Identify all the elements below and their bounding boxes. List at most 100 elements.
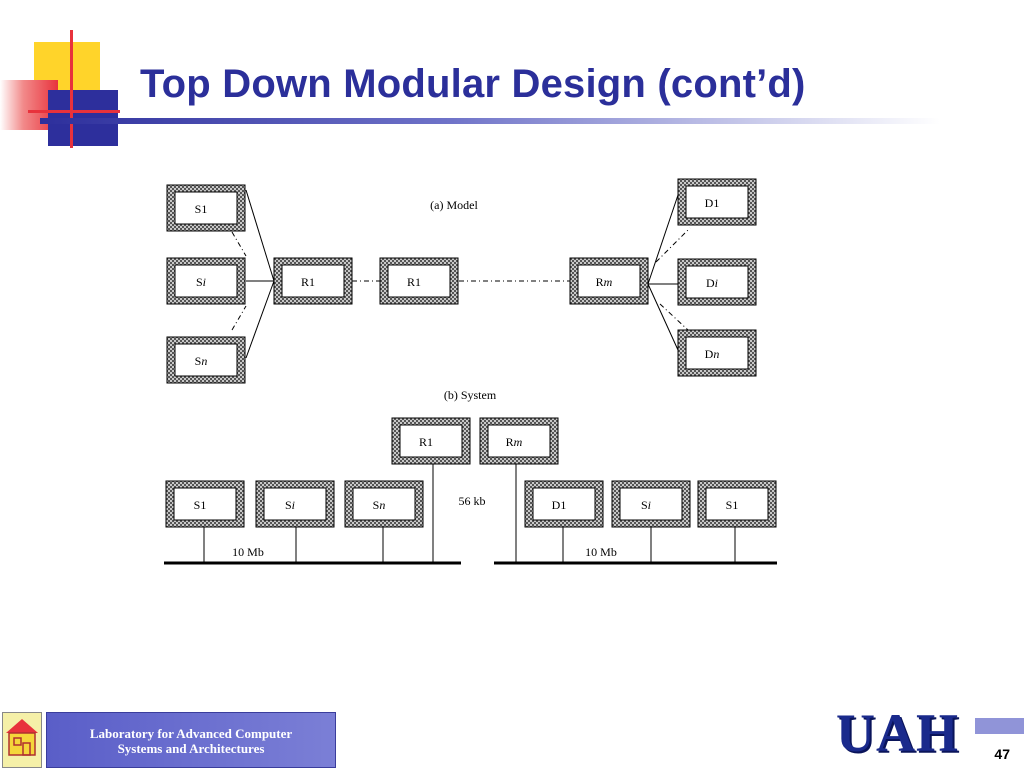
node-label-suffix: 1 bbox=[560, 498, 566, 512]
node-label: Si bbox=[196, 275, 206, 289]
node-label-suffix: n bbox=[713, 347, 719, 361]
node-model-rm: Rm bbox=[569, 257, 649, 305]
node-label-suffix: i bbox=[292, 498, 295, 512]
lab-name-line2: Systems and Architectures bbox=[117, 741, 265, 756]
uah-logo: UAH bbox=[836, 703, 959, 763]
model-connectors bbox=[231, 189, 691, 359]
node-model-dn: Dn bbox=[677, 329, 757, 377]
node-model-sn: Sn bbox=[166, 336, 246, 384]
node-label: R1 bbox=[419, 435, 433, 449]
node-label: Si bbox=[641, 498, 651, 512]
node-label-suffix: n bbox=[379, 498, 385, 512]
connector-dest-dots-top bbox=[655, 227, 691, 263]
node-face bbox=[705, 487, 769, 521]
node-face bbox=[174, 343, 238, 377]
page-number: 47 bbox=[994, 746, 1010, 762]
node-label: Sn bbox=[195, 354, 208, 368]
lab-name: Laboratory for Advanced Computer Systems… bbox=[46, 726, 336, 756]
node-system-si-left: Si bbox=[255, 480, 335, 528]
node-label: S1 bbox=[195, 202, 208, 216]
node-label-base: S bbox=[373, 498, 380, 512]
node-face bbox=[619, 487, 683, 521]
node-face bbox=[352, 487, 416, 521]
node-label-suffix: m bbox=[604, 275, 613, 289]
node-label-base: R bbox=[419, 435, 427, 449]
connector-source-dots-top bbox=[231, 231, 247, 257]
node-label-base: S bbox=[194, 498, 201, 512]
node-system-s1: S1 bbox=[165, 480, 245, 528]
node-label-base: S bbox=[195, 354, 202, 368]
node-label-suffix: i bbox=[648, 498, 651, 512]
node-label-base: D bbox=[705, 347, 714, 361]
system-wires bbox=[164, 464, 777, 565]
node-label: Dn bbox=[705, 347, 720, 361]
node-model-s1: S1 bbox=[166, 184, 246, 232]
node-label-suffix: n bbox=[201, 354, 207, 368]
node-face bbox=[577, 264, 641, 298]
node-label-base: R bbox=[596, 275, 604, 289]
node-face bbox=[174, 264, 238, 298]
node-system-s1-right: S1 bbox=[697, 480, 777, 528]
node-label: Rm bbox=[506, 435, 523, 449]
node-label-base: S bbox=[285, 498, 292, 512]
right-lan-label: 10 Mb bbox=[585, 545, 617, 559]
node-face bbox=[685, 265, 749, 299]
node-label: Sn bbox=[373, 498, 386, 512]
node-model-r1-a: R1 bbox=[273, 257, 353, 305]
lab-banner: Laboratory for Advanced Computer Systems… bbox=[0, 712, 336, 768]
node-label: R1 bbox=[407, 275, 421, 289]
node-label-base: S bbox=[196, 275, 203, 289]
connector-sn-r1 bbox=[245, 280, 275, 359]
connector-rm-d1 bbox=[647, 194, 679, 285]
node-label: S1 bbox=[726, 498, 739, 512]
node-face bbox=[532, 487, 596, 521]
uah-accent-bar bbox=[975, 718, 1024, 734]
node-model-si: Si bbox=[166, 257, 246, 305]
node-face bbox=[173, 487, 237, 521]
wan-label: 56 kb bbox=[459, 494, 486, 508]
node-label-suffix: i bbox=[715, 276, 718, 290]
node-label-base: D bbox=[552, 498, 561, 512]
node-model-di: Di bbox=[677, 258, 757, 306]
lacasa-house-icon bbox=[6, 719, 38, 756]
node-label-base: D bbox=[705, 196, 714, 210]
node-system-d1: D1 bbox=[524, 480, 604, 528]
connector-rm-dn bbox=[647, 283, 679, 351]
deco-red-vertical-line bbox=[70, 30, 73, 148]
node-label-suffix: 1 bbox=[200, 498, 206, 512]
node-model-d1: D1 bbox=[677, 178, 757, 226]
node-label: Rm bbox=[596, 275, 613, 289]
node-label-suffix: 1 bbox=[201, 202, 207, 216]
node-label-suffix: 1 bbox=[427, 435, 433, 449]
model-caption: (a) Model bbox=[430, 198, 478, 212]
node-system-r1: R1 bbox=[391, 417, 471, 465]
slide-title: Top Down Modular Design (cont’d) bbox=[140, 62, 806, 106]
node-label-base: S bbox=[195, 202, 202, 216]
node-model-r1-b: R1 bbox=[379, 257, 459, 305]
lab-name-line1: Laboratory for Advanced Computer bbox=[89, 726, 293, 741]
node-label-suffix: m bbox=[514, 435, 523, 449]
node-label-base: S bbox=[726, 498, 733, 512]
node-label: D1 bbox=[705, 196, 720, 210]
node-label: Di bbox=[706, 276, 718, 290]
node-label-base: D bbox=[706, 276, 715, 290]
node-label-suffix: 1 bbox=[732, 498, 738, 512]
node-face bbox=[685, 336, 749, 370]
node-label-base: S bbox=[641, 498, 648, 512]
node-system-sn: Sn bbox=[344, 480, 424, 528]
node-face bbox=[281, 264, 345, 298]
node-label-base: R bbox=[301, 275, 309, 289]
node-label-suffix: 1 bbox=[309, 275, 315, 289]
node-face bbox=[399, 424, 463, 458]
node-label: Si bbox=[285, 498, 295, 512]
system-caption: (b) System bbox=[444, 388, 497, 402]
node-label-base: R bbox=[506, 435, 514, 449]
node-system-rm: Rm bbox=[479, 417, 559, 465]
node-label-suffix: 1 bbox=[415, 275, 421, 289]
node-face bbox=[263, 487, 327, 521]
left-lan-label: 10 Mb bbox=[232, 545, 264, 559]
node-system-si-right: Si bbox=[611, 480, 691, 528]
